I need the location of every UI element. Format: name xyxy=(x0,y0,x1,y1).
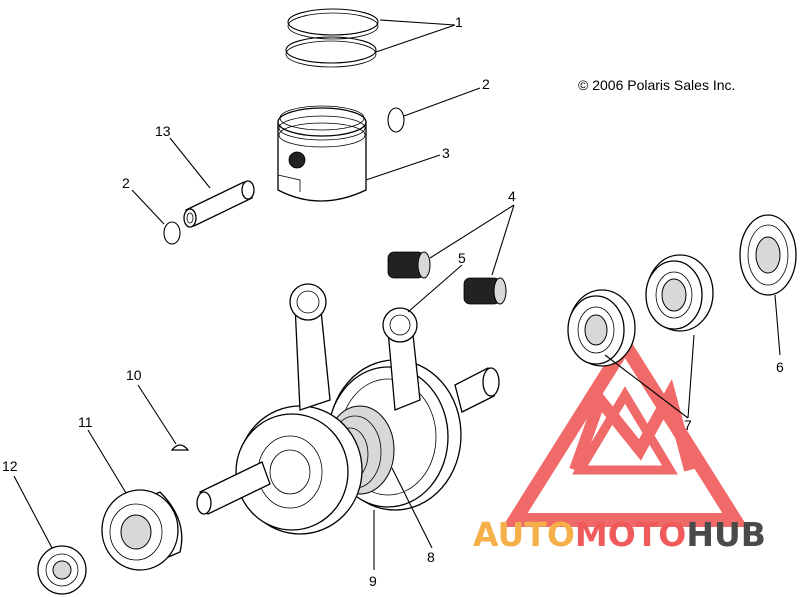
seal-left xyxy=(37,545,87,595)
woodruff-key xyxy=(170,444,190,451)
circlip-right xyxy=(387,107,405,133)
watermark-text-auto: AUTO xyxy=(473,515,575,554)
watermark-logo xyxy=(502,331,748,527)
callout-7: 7 xyxy=(684,417,692,433)
callout-4: 4 xyxy=(508,188,516,204)
piston-pin xyxy=(183,180,255,228)
watermark-text-hub: HUB xyxy=(686,515,766,554)
bearing-left xyxy=(101,489,183,571)
watermark-text-automoto: AUTOMOTO xyxy=(473,515,686,554)
piston-rings xyxy=(285,8,379,68)
callout-12: 12 xyxy=(2,458,18,474)
piston xyxy=(277,105,367,202)
watermark-text: AUTOMOTOHUB xyxy=(473,515,766,554)
callout-6: 6 xyxy=(776,359,784,375)
seal-right xyxy=(739,214,797,296)
callouts: 1 2 3 13 2 4 5 6 7 10 11 12 9 8 xyxy=(2,14,784,589)
callout-11: 11 xyxy=(78,414,93,430)
crankshaft-assembly xyxy=(196,283,500,535)
callout-2-right: 2 xyxy=(482,76,490,92)
leader-lines xyxy=(13,19,781,570)
callout-2-left: 2 xyxy=(122,175,130,191)
copyright-notice: © 2006 Polaris Sales Inc. xyxy=(578,77,735,93)
bearing-right-inner xyxy=(567,289,636,367)
bearing-right-outer xyxy=(645,254,714,332)
callout-3: 3 xyxy=(442,145,450,161)
callout-5: 5 xyxy=(458,250,466,266)
needle-bearing-left xyxy=(387,251,431,279)
callout-13: 13 xyxy=(155,123,171,139)
callout-8: 8 xyxy=(427,549,435,565)
circlip-left xyxy=(163,221,181,245)
needle-bearing-right xyxy=(463,277,507,305)
callout-1: 1 xyxy=(455,14,463,30)
watermark-text-moto: MOTO xyxy=(575,515,686,554)
callout-10: 10 xyxy=(126,367,142,383)
callout-9: 9 xyxy=(369,573,377,589)
